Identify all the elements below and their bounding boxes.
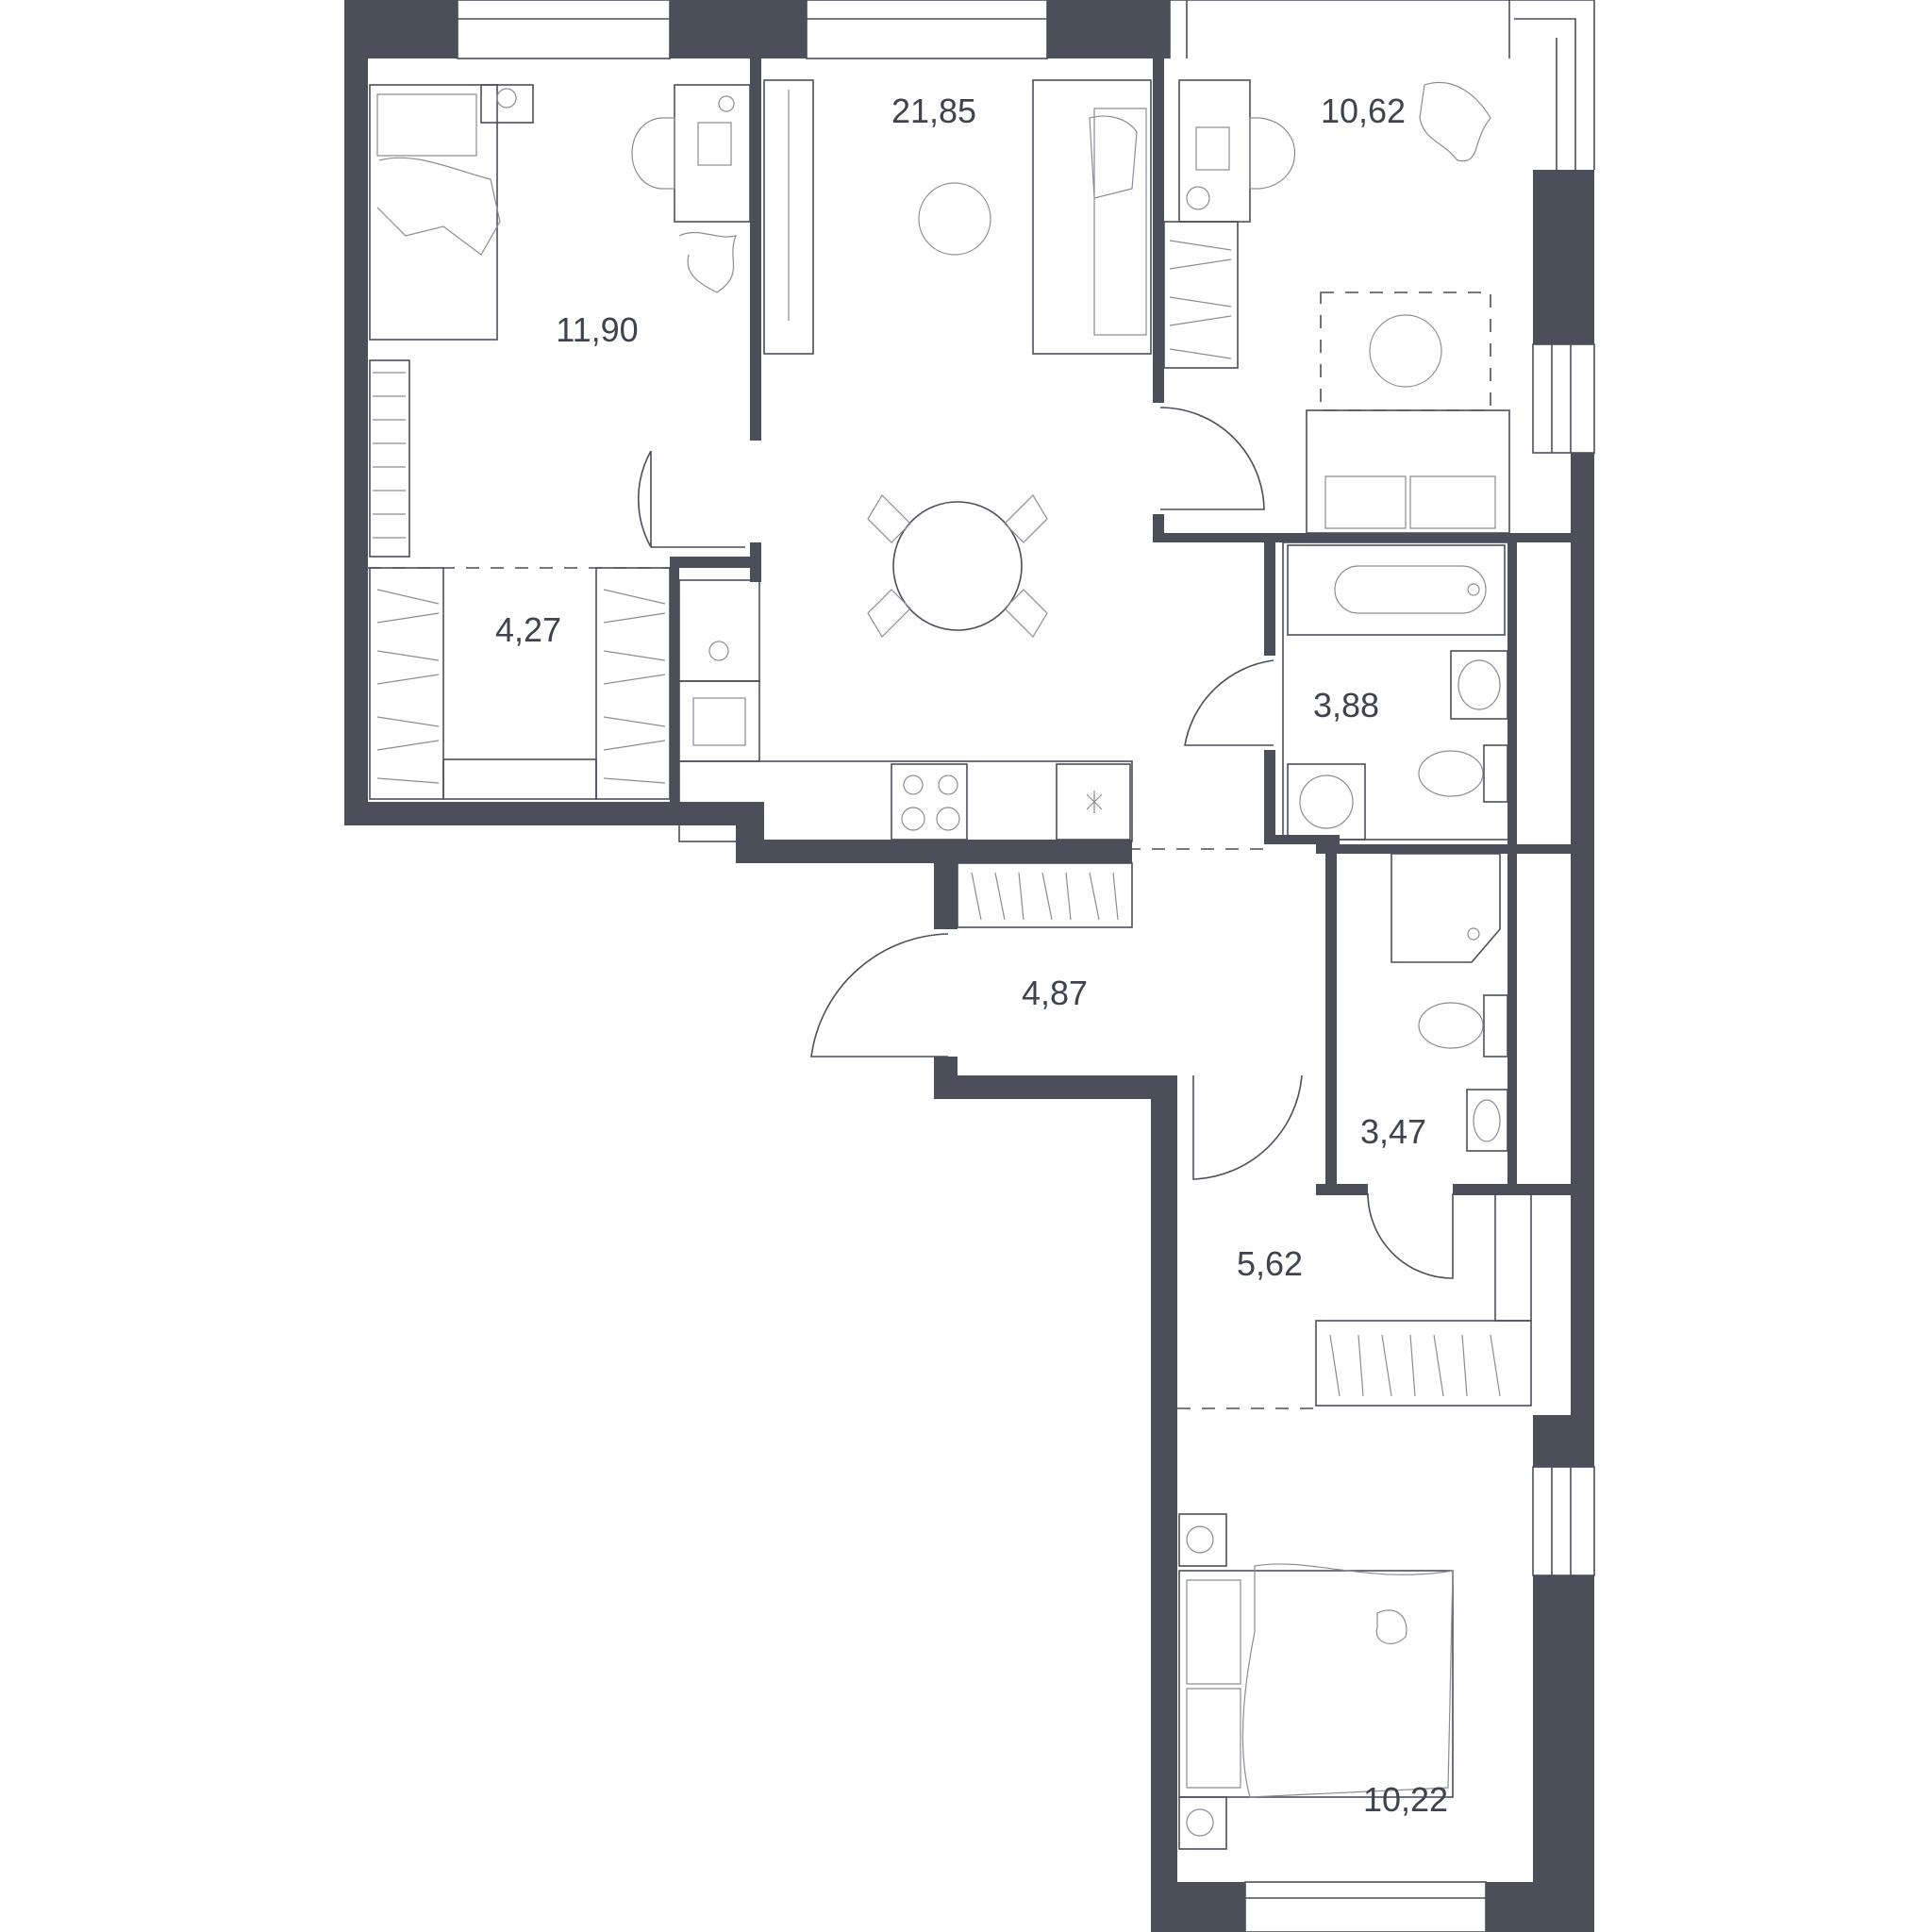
corridor-furniture: [1315, 1192, 1532, 1407]
desk-icon: [674, 84, 751, 223]
room-area-label: 3,47: [1360, 1112, 1426, 1151]
window-icon: [1532, 343, 1595, 454]
room-area-label: 11,90: [556, 310, 638, 349]
bed-icon: [1178, 1563, 1454, 1798]
wardrobe-icon: [1315, 1320, 1532, 1407]
sofa-icon: [1032, 79, 1152, 355]
wardrobe-icon: [957, 862, 1133, 928]
window-icon: [457, 0, 671, 59]
window-icon: [1244, 1881, 1487, 1932]
room-labels: 11,90 21,85 10,62 4,27 3,88 4,87 3,47 5,…: [495, 92, 1448, 1819]
room-area-label: 10,22: [1363, 1780, 1448, 1819]
bed-icon: [369, 84, 501, 341]
bedroom-right-top-furniture: [1163, 79, 1510, 534]
wardrobe-icon: [369, 567, 444, 800]
doors: [638, 407, 1454, 1279]
door-swing-icon: [1184, 659, 1274, 746]
closet-furniture: [369, 567, 671, 800]
room-area-label: 10,62: [1321, 92, 1406, 130]
wardrobe-icon: [763, 79, 814, 355]
door-swing-icon: [1192, 1074, 1303, 1180]
wardrobe-icon: [595, 567, 671, 800]
sofa-icon: [1306, 409, 1510, 534]
bathroom-2-fixtures: [1391, 853, 1508, 1152]
partitions: [670, 58, 1577, 1195]
dining-table-icon: [867, 494, 1048, 638]
wardrobe-icon: [1163, 221, 1239, 369]
window-icon: [806, 0, 1048, 59]
room-area-label: 4,87: [1022, 974, 1088, 1012]
bedroom-bottom-furniture: [1178, 1513, 1454, 1850]
hallway-furniture: [957, 862, 1133, 928]
chair-icon: [1249, 117, 1295, 190]
stove-icon: [891, 763, 968, 841]
room-area-label: 3,88: [1313, 686, 1379, 724]
washing-machine-icon: [1287, 763, 1366, 841]
walls: [344, 0, 1594, 1932]
door-swing-icon: [1367, 1192, 1454, 1279]
plant-icon: [1419, 81, 1491, 162]
wardrobe-icon: [369, 359, 410, 558]
window-icon: [1532, 1466, 1595, 1576]
room-area-label: 4,27: [495, 610, 561, 649]
door-swing-icon: [638, 450, 745, 548]
bathtub-icon: [1287, 544, 1506, 636]
door-swing-icon: [810, 933, 949, 1058]
bathroom-1-fixtures: [1282, 541, 1510, 841]
door-swing-icon: [1159, 407, 1265, 510]
living-furniture: [678, 79, 1152, 842]
room-area-label: 5,62: [1237, 1244, 1303, 1283]
desk-icon: [1178, 79, 1251, 223]
plant-icon: [678, 231, 737, 293]
sink-icon: [1450, 650, 1508, 720]
chair-icon: [631, 117, 675, 190]
sink-icon: [1466, 1089, 1508, 1152]
windows: [457, 0, 1595, 1932]
shower-icon: [1391, 853, 1501, 963]
toilet-icon: [1418, 744, 1508, 803]
bedroom-left-furniture: [369, 84, 751, 558]
toilet-icon: [1418, 994, 1508, 1058]
room-area-label: 21,85: [891, 92, 976, 130]
sink-icon: [678, 680, 760, 762]
